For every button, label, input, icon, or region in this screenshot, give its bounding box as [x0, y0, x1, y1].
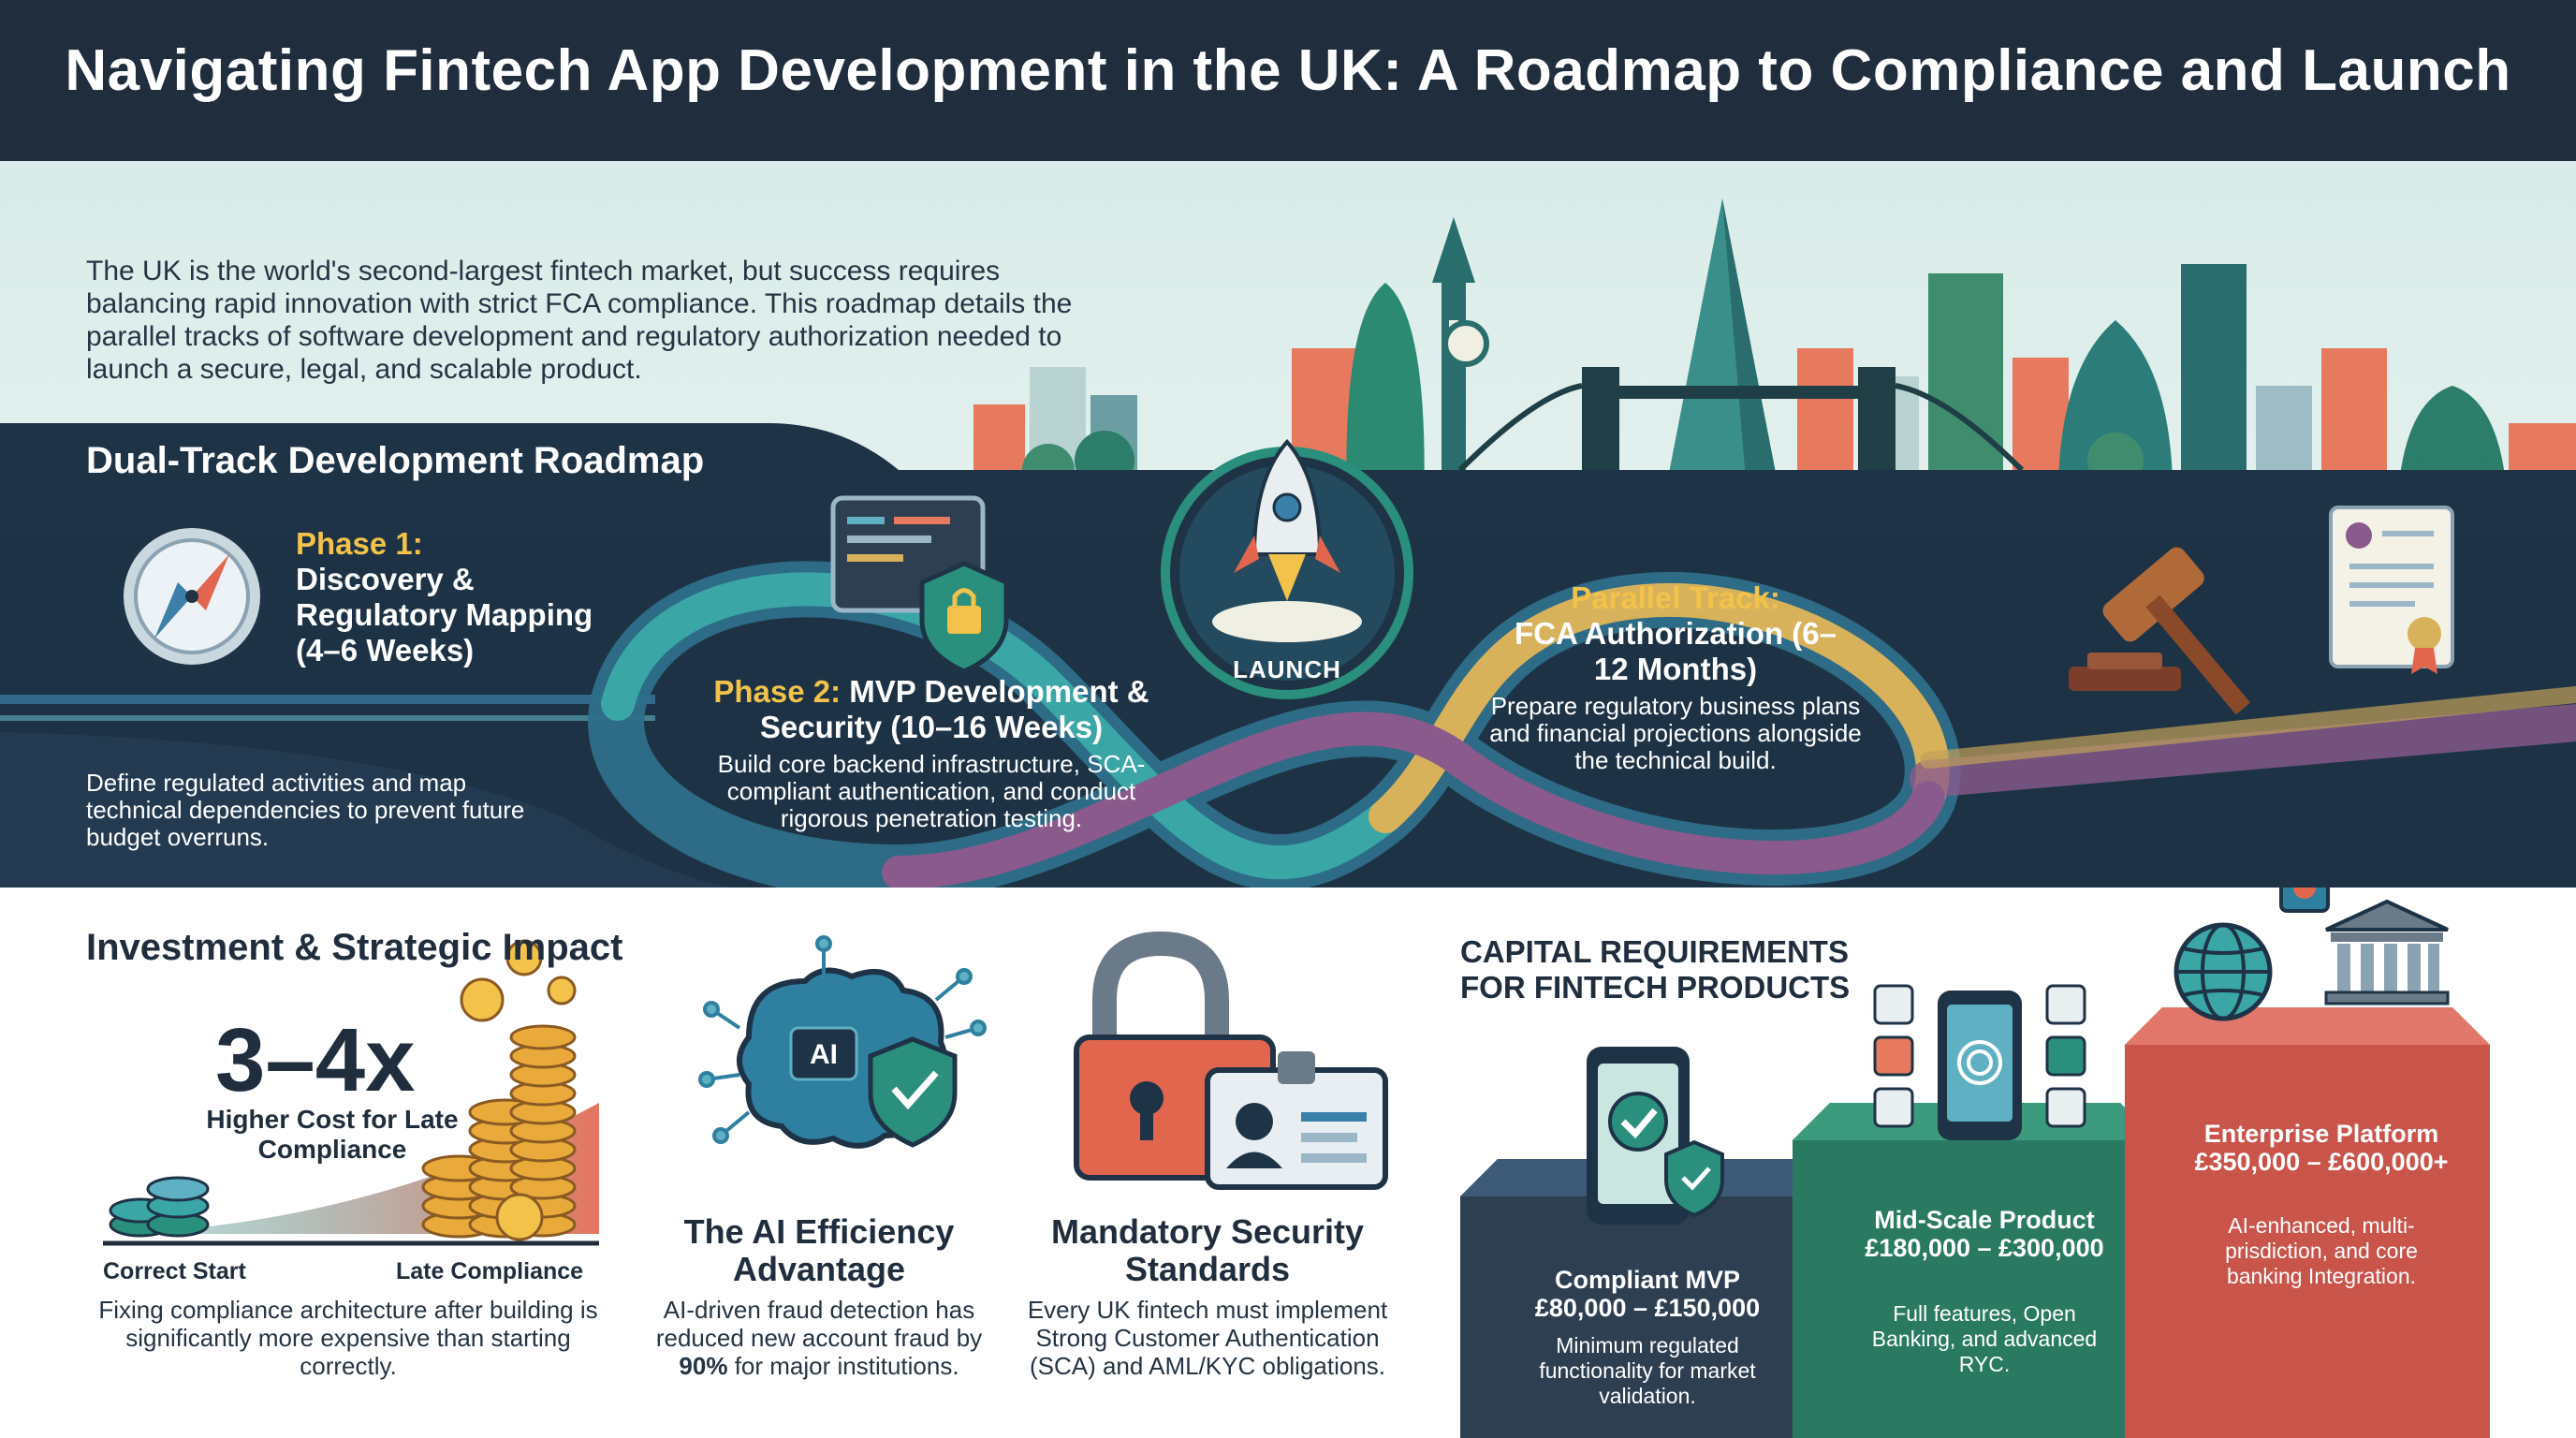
- roadmap-heading: Dual-Track Development Roadmap: [86, 440, 705, 481]
- certificate-icon: [2329, 506, 2454, 674]
- globe-icon: [2174, 922, 2273, 1021]
- intro-paragraph: The UK is the world's second-largest fin…: [86, 256, 1073, 385]
- coins-icon: [103, 939, 599, 1246]
- phase2-name: MVP Development & Security (10–16 Weeks): [759, 674, 1149, 744]
- code-shield-icon: [830, 495, 1009, 674]
- parallel-track-name: FCA Authorization (6–12 Months): [1514, 616, 1837, 686]
- ai-advantage-title: The AI Efficiency Advantage: [683, 1212, 955, 1288]
- cost-multiplier-stat: 3–4x: [215, 1010, 416, 1110]
- cost-multiplier-caption: Higher Cost for Late Compliance: [206, 1105, 459, 1164]
- tier-enterprise-range: £350,000 – £600,000+: [2194, 1148, 2449, 1176]
- security-standards-title: Mandatory Security Standards: [1050, 1212, 1365, 1288]
- late-compliance-label: Late Compliance: [396, 1258, 584, 1284]
- correct-start-label: Correct Start: [103, 1258, 246, 1284]
- parallel-track-description: Prepare regulatory business plans and fi…: [1489, 692, 1862, 774]
- tier-mid-title: Mid-Scale Product: [1874, 1206, 2095, 1234]
- ai-chip-text: AI: [810, 1039, 838, 1070]
- capital-tier-blocks: [1460, 1007, 2490, 1438]
- phase1-label: Phase 1:: [296, 526, 423, 561]
- tier-enterprise-description: AI-enhanced, multi-prisdiction, and core…: [2225, 1213, 2418, 1288]
- impact-illustrations: AI: [103, 888, 2490, 1438]
- dual-track-paths: [588, 561, 2576, 888]
- ai-brain-icon: AI: [698, 935, 987, 1149]
- page-title: Navigating Fintech App Development in th…: [65, 38, 2511, 103]
- london-skyline-illustration: [0, 198, 2576, 888]
- tier-mvp-range: £80,000 – £150,000: [1534, 1294, 1761, 1322]
- phase1-name: Discovery & Regulatory Mapping (4–6 Week…: [296, 562, 593, 668]
- chip-icon: [2279, 888, 2330, 913]
- id-card-icon: [1205, 1051, 1388, 1190]
- security-standards-description: Every UK fintech must implement Strong C…: [1027, 1296, 1388, 1380]
- impact-heading: Investment & Strategic Impact: [86, 927, 623, 968]
- ai-desc-prefix: AI-driven fraud detection has reduced ne…: [655, 1296, 983, 1352]
- phase2-title: Phase 2: MVP Development & Security (10–…: [711, 674, 1151, 745]
- impact-section: AI: [0, 888, 2576, 1438]
- header-bar: Navigating Fintech App Development in th…: [0, 0, 2576, 161]
- ai-advantage-description: AI-driven fraud detection has reduced ne…: [646, 1296, 992, 1380]
- ai-desc-highlight: 90%: [679, 1352, 728, 1380]
- cost-description: Fixing compliance architecture after bui…: [98, 1296, 598, 1380]
- tier-mvp-title: Compliant MVP: [1554, 1266, 1740, 1294]
- phase2-label: Phase 2:: [713, 674, 842, 709]
- gavel-icon: [2069, 547, 2251, 715]
- parallel-track-label: Parallel Track:: [1571, 580, 1780, 615]
- bank-icon: [2324, 899, 2450, 1005]
- rocket-icon: [1161, 438, 1413, 699]
- tier-mvp-description: Minimum regulated functionality for mark…: [1539, 1333, 1756, 1408]
- compass-icon: [118, 522, 266, 670]
- tier-enterprise-title: Enterprise Platform: [2203, 1120, 2439, 1148]
- tier-mid-description: Full features, Open Banking, and advance…: [1871, 1301, 2098, 1376]
- phase1-description: Define regulated activities and map tech…: [86, 769, 525, 851]
- capital-requirements-heading: CAPITAL REQUIREMENTS FOR FINTECH PRODUCT…: [1460, 934, 1851, 1005]
- launch-label: LAUNCH: [1233, 655, 1341, 683]
- smartphone-check-icon: [1587, 1047, 1724, 1225]
- ai-desc-suffix: for major institutions.: [727, 1352, 959, 1380]
- tier-mid-range: £180,000 – £300,000: [1865, 1234, 2104, 1262]
- roadmap-hero: The UK is the world's second-largest fin…: [0, 161, 2576, 888]
- phase2-description: Build core backend infrastructure, SCA-c…: [717, 750, 1146, 832]
- fingerprint-phone-icon: [1873, 984, 2086, 1140]
